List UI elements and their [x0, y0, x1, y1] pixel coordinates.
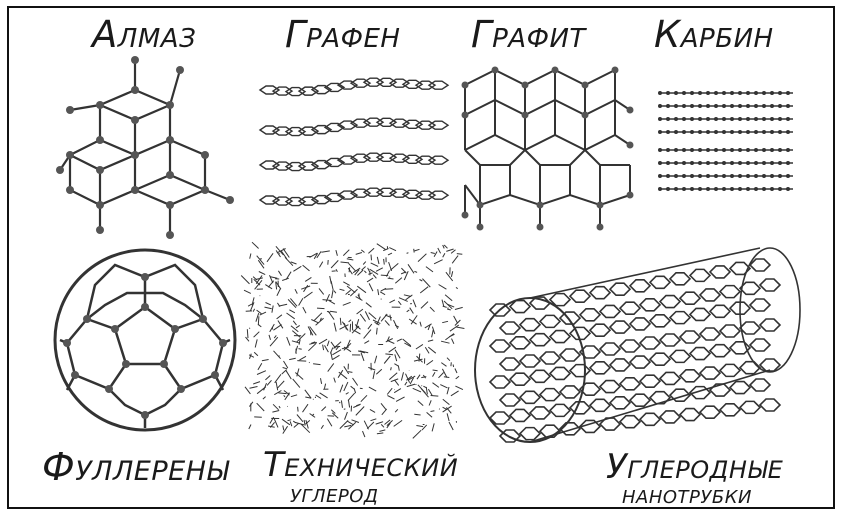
graphene-sheets-illustration	[250, 70, 450, 220]
label-carbyne: Карбин	[654, 16, 774, 53]
graphite-layers-illustration	[455, 55, 640, 235]
carbyne-chains-illustration	[658, 88, 798, 203]
label-nanotubes-line1: Углеродные	[606, 450, 783, 484]
label-carbon-black-line2: углерод	[290, 481, 379, 507]
label-graphene: Графен	[285, 16, 400, 53]
diamond-lattice-illustration	[40, 50, 240, 240]
label-diamond: Алмаз	[92, 16, 196, 53]
label-carbon-black-line1: Технический	[263, 448, 458, 482]
label-nanotubes-line2: нанотрубки	[622, 482, 752, 508]
carbon-black-illustration	[240, 240, 465, 440]
fullerene-illustration	[45, 245, 245, 435]
nanotube-illustration	[470, 240, 815, 445]
label-fullerenes: Фуллерены	[42, 448, 229, 486]
label-graphite: Графит	[471, 16, 586, 53]
